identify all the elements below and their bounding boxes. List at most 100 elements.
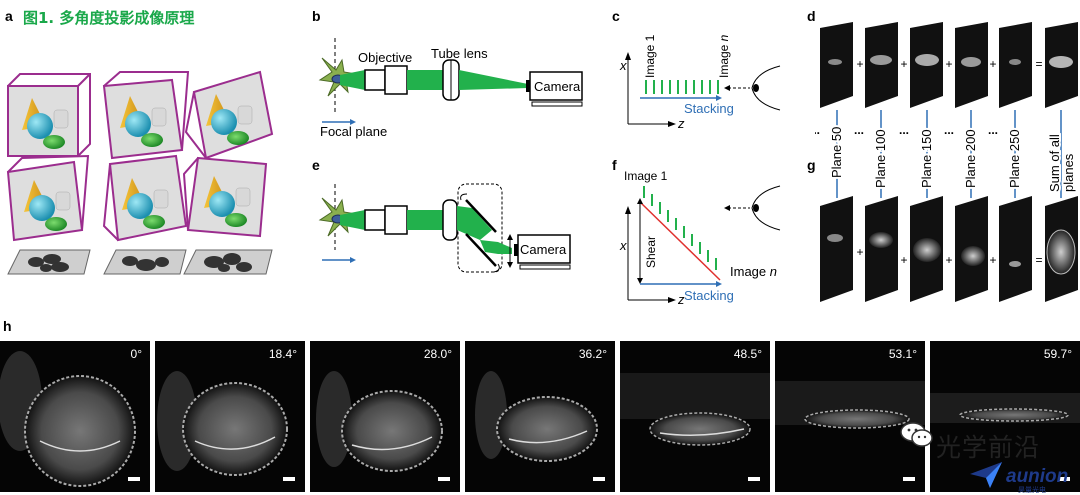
cube-2-1: [6, 154, 90, 242]
projection-3: [183, 249, 273, 275]
cube-1-1: [7, 73, 91, 157]
cube-2-3: [182, 156, 268, 238]
wechat-icon: [900, 420, 934, 450]
focal-plane-label: Focal plane: [320, 124, 387, 139]
svg-text:+: +: [900, 253, 907, 267]
panel-label-a: a: [5, 8, 13, 24]
g-frame-3: [910, 196, 943, 302]
g-frame-2: [865, 196, 898, 302]
f-axis-z: z: [677, 292, 685, 306]
scale-bar: [748, 477, 760, 481]
svg-text:+: +: [900, 57, 907, 71]
c-image-1-label: Image 1: [643, 34, 657, 78]
f-image-1-label: Image 1: [624, 169, 668, 183]
objective-label: Objective: [358, 50, 412, 65]
panel-label-d: d: [807, 8, 816, 24]
plane-label-100: Plane 100: [873, 129, 888, 188]
d-frame-3: [910, 22, 943, 108]
scale-bar: [128, 477, 140, 481]
cube-2-2: [102, 154, 188, 242]
micrograph-53-1: 53.1°: [775, 341, 925, 492]
d-frame-2: [865, 22, 898, 108]
panel-label-h: h: [3, 318, 12, 334]
projection-1: [7, 249, 91, 275]
micrograph-0: 0°: [0, 341, 150, 492]
angle-label-18-4: 18.4°: [268, 347, 297, 361]
svg-text:+: +: [989, 57, 996, 71]
panel-label-g: g: [807, 157, 816, 173]
sum-label-line-1: Sum of all: [1047, 134, 1062, 192]
micrograph-18-4: 18.4°: [155, 341, 305, 492]
panel-dg-diagram: + + + + = Plane 50 Plane 100 Plane 150 Pla…: [815, 22, 1078, 302]
svg-text:+: +: [989, 253, 996, 267]
c-image-stack: [645, 80, 719, 94]
micrograph-48-5: 48.5°: [620, 341, 770, 492]
panel-label-f: f: [612, 157, 617, 173]
angle-label-0: 0°: [130, 347, 142, 361]
panel-label-c: c: [612, 8, 620, 24]
projection-2: [103, 249, 187, 275]
f-shear-label: Shear: [644, 236, 658, 268]
figure-title: 图1. 多角度投影成像原理: [23, 9, 195, 27]
svg-text:+: +: [856, 57, 863, 71]
panel-c-diagram: x z Stacking Image 1 Image n: [619, 34, 781, 131]
g-operators: + + + + =: [856, 245, 1042, 267]
cube-1-3: [184, 70, 274, 160]
svg-text:...: ...: [854, 123, 864, 137]
watermark-brand-sub: 昊量光电: [1018, 486, 1046, 494]
panel-label-e: e: [312, 157, 320, 173]
svg-text:...: ...: [988, 123, 998, 137]
watermark-text: 光学前沿: [936, 433, 1041, 462]
d-ellipses: ...... ...... ...: [815, 123, 998, 137]
angle-label-36-2: 36.2°: [578, 347, 607, 361]
d-operators: ++ ++ =: [856, 57, 1042, 71]
f-stacking-label: Stacking: [684, 288, 734, 303]
plane-label-150: Plane 150: [919, 129, 934, 188]
panel-f-diagram: Image 1 x z Shear Stacking Image n: [619, 169, 781, 306]
camera-label-e: Camera: [520, 242, 567, 257]
f-axis-x: x: [619, 238, 627, 253]
c-image-n-label: Image n: [717, 34, 731, 78]
svg-text:=: =: [1035, 253, 1042, 267]
watermark-brand: aunion: [1006, 466, 1069, 487]
scale-bar: [438, 477, 450, 481]
svg-text:+: +: [945, 253, 952, 267]
micrograph-59-7: 59.7°: [930, 341, 1080, 492]
c-axis-z: z: [677, 116, 685, 131]
panel-label-b: b: [312, 8, 321, 24]
plane-label-50: Plane 50: [829, 127, 844, 178]
panel-e-diagram: Camera: [318, 183, 571, 273]
aunion-logo-icon: [968, 460, 1004, 490]
plane-label-250: Plane 250: [1007, 129, 1022, 188]
angle-label-53-1: 53.1°: [888, 347, 917, 361]
micrograph-28-0: 28.0°: [310, 341, 460, 492]
angle-label-59-7: 59.7°: [1043, 347, 1072, 361]
panel-b-diagram: Objective Tube lens Camera Focal plane: [318, 38, 583, 139]
cube-1-2: [102, 71, 190, 160]
g-frame-1: [820, 196, 853, 302]
g-frame-5: [999, 196, 1032, 302]
plane-label-200: Plane 200: [963, 129, 978, 188]
scale-bar: [1058, 477, 1070, 481]
svg-text:+: +: [945, 57, 952, 71]
svg-text:...: ...: [899, 123, 909, 137]
g-frame-4: [955, 196, 988, 302]
scale-bar: [283, 477, 295, 481]
panel-a-illustration: [6, 70, 274, 275]
svg-text:...: ...: [944, 123, 954, 137]
tube-lens-label: Tube lens: [431, 46, 488, 61]
scale-bar: [903, 477, 915, 481]
d-frame-5: [999, 22, 1032, 108]
f-image-n-label: Image n: [730, 264, 777, 279]
micrograph-36-2: 36.2°: [465, 341, 615, 492]
angle-label-28-0: 28.0°: [423, 347, 452, 361]
svg-text:...: ...: [815, 123, 820, 137]
d-frame-4: [955, 22, 988, 108]
c-axis-x: x: [619, 58, 627, 73]
camera-label-b: Camera: [534, 79, 581, 94]
angle-label-48-5: 48.5°: [733, 347, 762, 361]
g-frame-sum: [1045, 196, 1078, 302]
sum-label-line-2: planes: [1061, 153, 1076, 192]
d-frame-sum: [1045, 22, 1078, 108]
svg-text:+: +: [856, 245, 863, 259]
